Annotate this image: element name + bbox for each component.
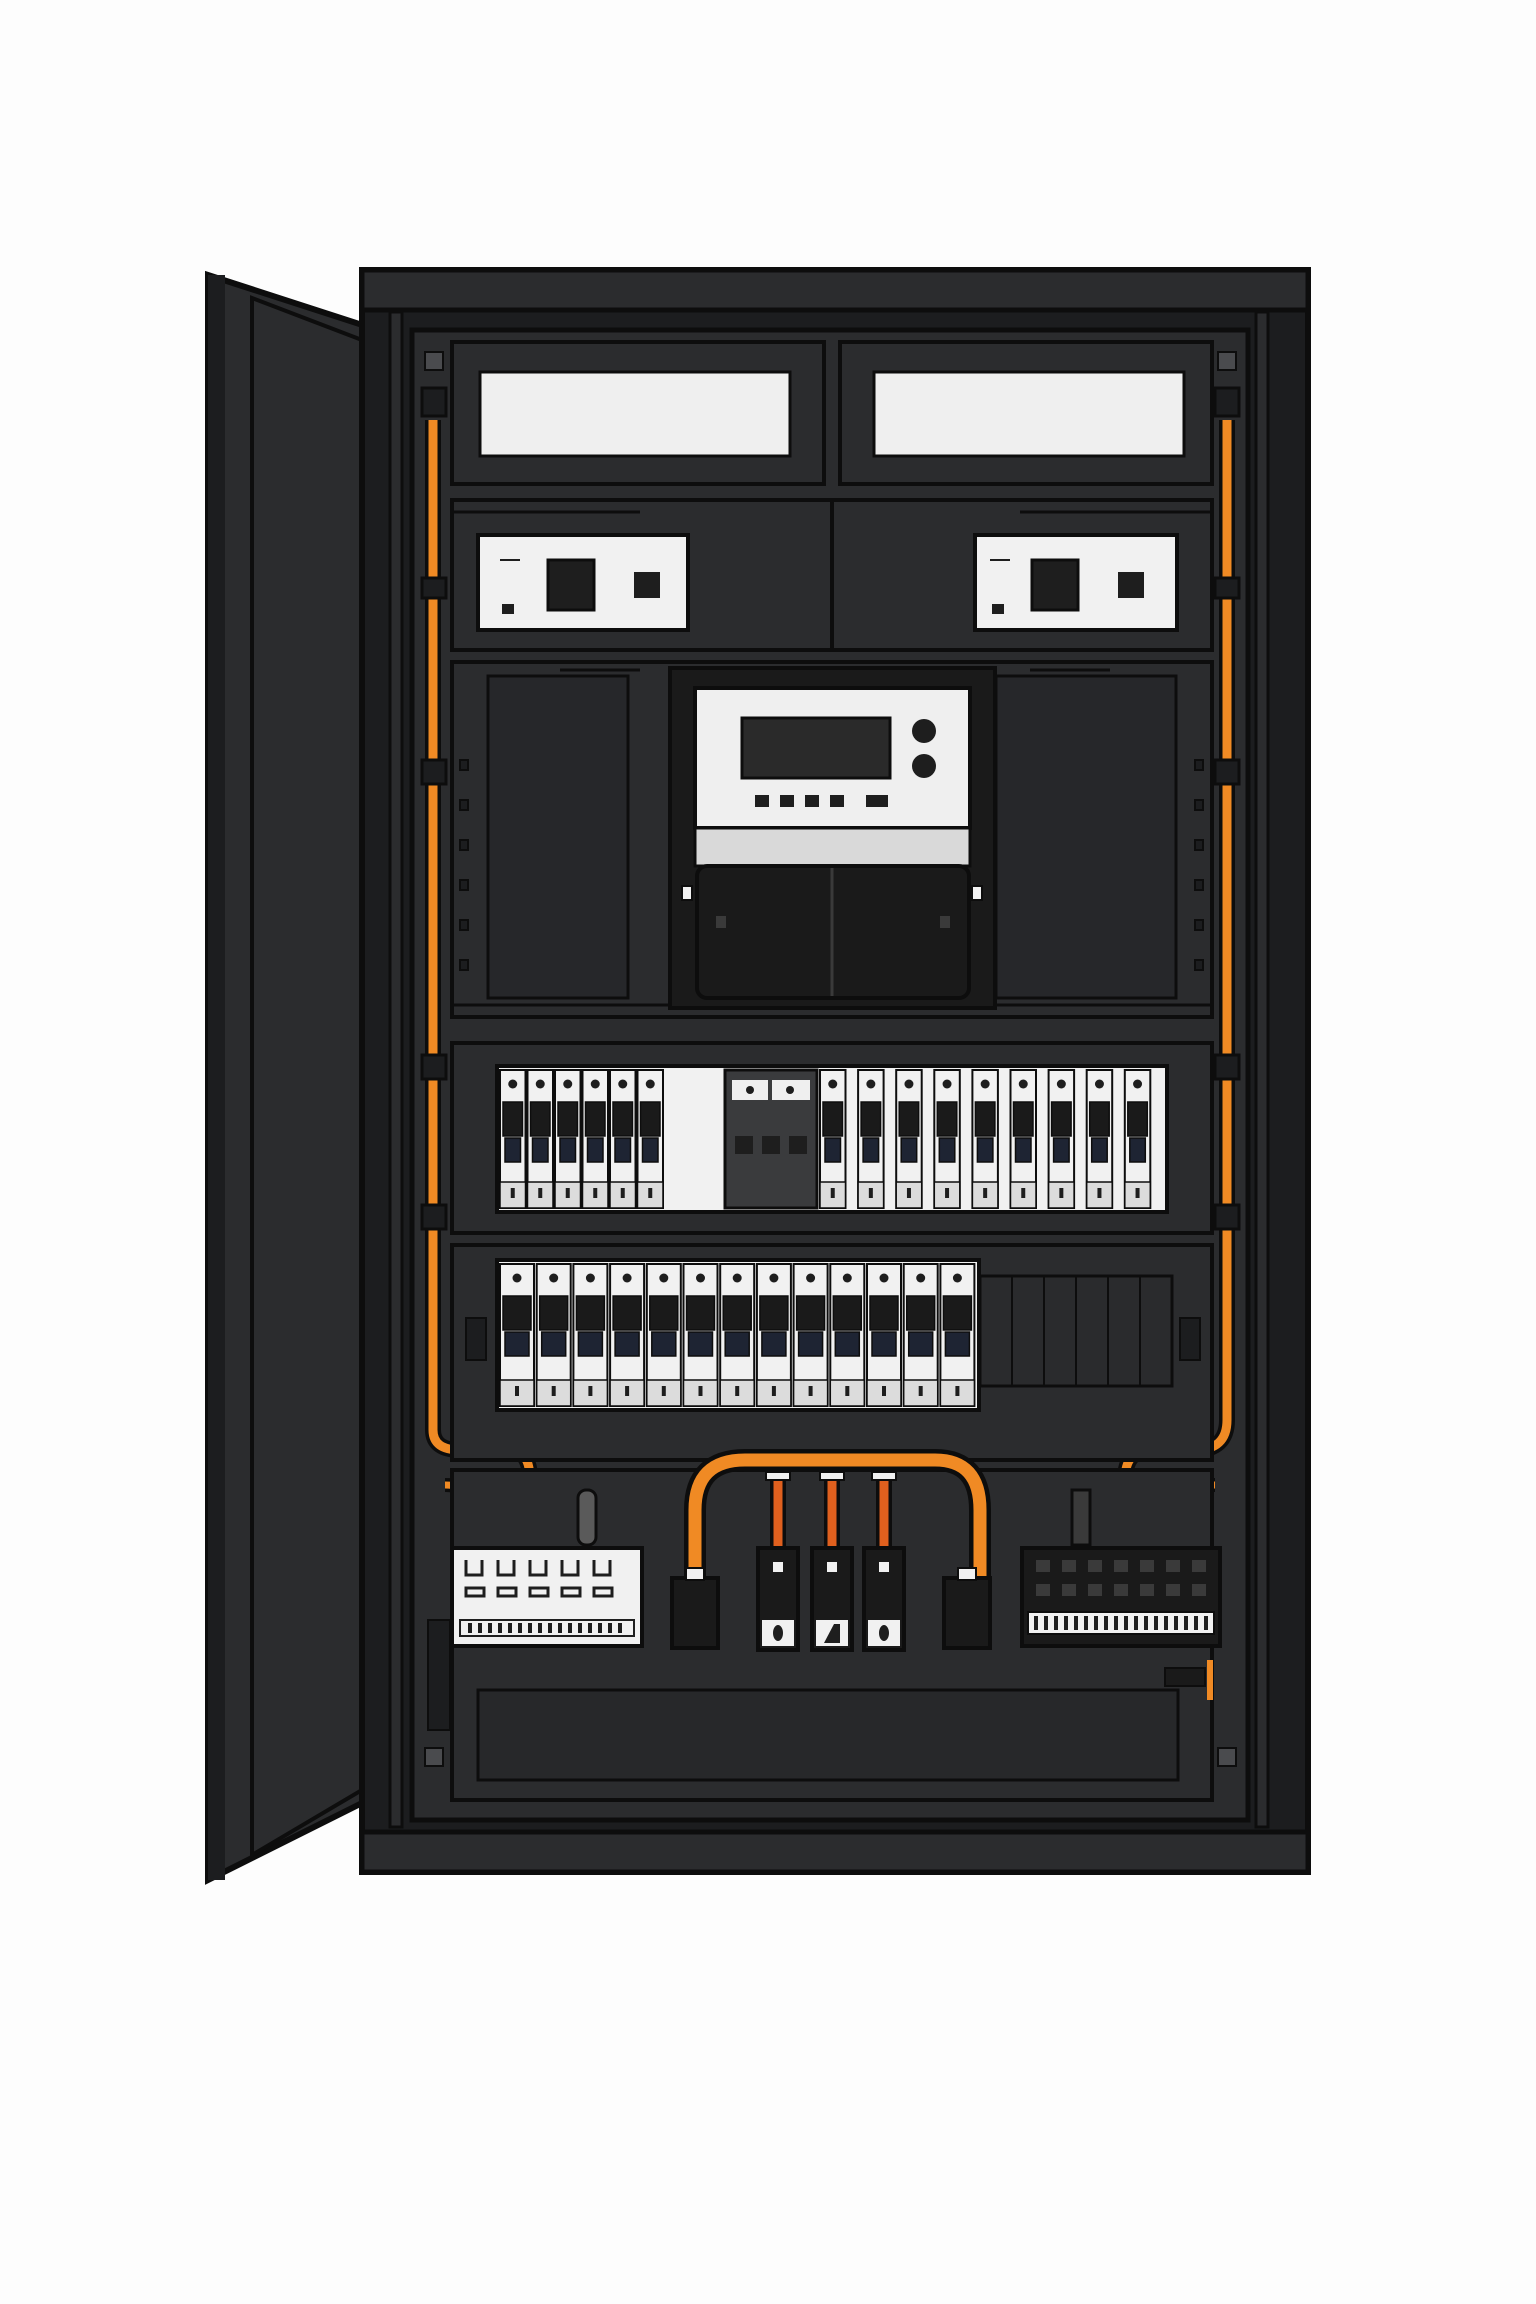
fuse-holder-icon[interactable] — [756, 1546, 800, 1652]
breaker-row-1-units — [499, 1069, 1152, 1209]
busbar-loop — [684, 1449, 991, 1585]
breaker-icon[interactable] — [939, 1263, 976, 1407]
breaker-icon[interactable] — [682, 1263, 719, 1407]
breaker-icon[interactable] — [1085, 1069, 1114, 1209]
breaker-icon[interactable] — [572, 1263, 609, 1407]
breaker-icon[interactable] — [645, 1263, 682, 1407]
fuse-holder-icon[interactable] — [810, 1546, 854, 1652]
terminal-block-icon — [450, 1546, 644, 1648]
breaker-icon[interactable] — [719, 1263, 756, 1407]
breaker-row-2-units — [499, 1263, 976, 1407]
breaker-icon[interactable] — [792, 1263, 829, 1407]
din-rail-holes — [459, 759, 1204, 971]
breaker-icon[interactable] — [554, 1069, 582, 1209]
breaker-icon[interactable] — [895, 1069, 923, 1209]
control-module-left[interactable] — [476, 533, 690, 632]
bottom-right-connector — [1164, 1660, 1213, 1700]
breaker-icon[interactable] — [866, 1263, 902, 1407]
breaker-icon[interactable] — [609, 1069, 637, 1209]
breaker-icon[interactable] — [857, 1069, 885, 1209]
meter-buttons — [755, 795, 888, 807]
neutral-terminal-left — [670, 1567, 720, 1650]
label-panel-left — [450, 340, 826, 486]
cable-clips — [420, 386, 1241, 1231]
breaker-icon[interactable] — [499, 1069, 527, 1209]
meter-icon[interactable] — [668, 666, 997, 1010]
terminal-block-icon — [1020, 1546, 1222, 1648]
breaker-icon[interactable] — [499, 1263, 535, 1407]
breaker-row-1-center-module[interactable] — [723, 1068, 819, 1210]
breaker-icon[interactable] — [581, 1069, 609, 1209]
breaker-icon[interactable] — [535, 1263, 572, 1407]
breaker-icon[interactable] — [755, 1263, 792, 1407]
breaker-icon[interactable] — [1123, 1069, 1152, 1209]
label-panel-right — [838, 340, 1214, 486]
corner-screws — [424, 351, 1237, 1767]
breaker-icon[interactable] — [1009, 1069, 1037, 1209]
breaker-icon[interactable] — [636, 1069, 664, 1209]
breaker-icon[interactable] — [933, 1069, 961, 1209]
fuse-holder-icon[interactable] — [862, 1546, 906, 1652]
breaker-icon[interactable] — [971, 1069, 999, 1209]
breaker-icon[interactable] — [526, 1069, 554, 1209]
breaker-icon[interactable] — [902, 1263, 939, 1407]
breaker-icon[interactable] — [829, 1263, 866, 1407]
breaker-icon[interactable] — [819, 1069, 847, 1209]
control-module-right[interactable] — [973, 533, 1179, 632]
neutral-terminal-right — [942, 1567, 992, 1650]
blank-slot-covers — [978, 1274, 1174, 1388]
breaker-icon[interactable] — [609, 1263, 646, 1407]
breaker-icon[interactable] — [1047, 1069, 1076, 1209]
